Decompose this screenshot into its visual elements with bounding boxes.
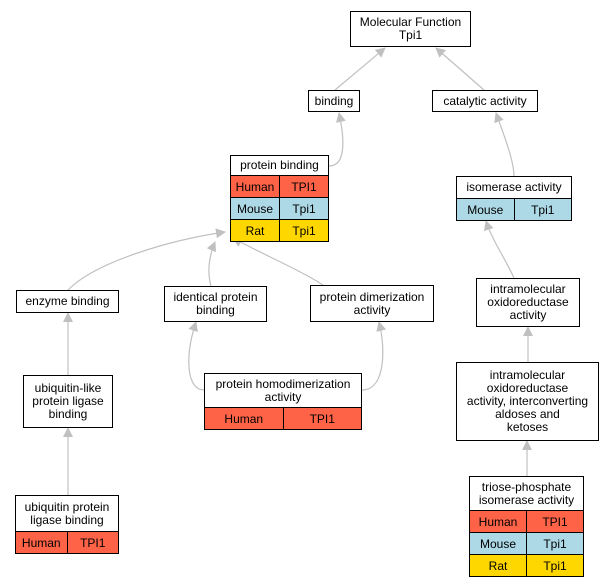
- species-row-rat: Rat Tpi1: [470, 554, 583, 576]
- gene-label: TPI1: [66, 532, 119, 553]
- edge-intramolecular-to-isomerase: [483, 220, 515, 279]
- gene-label: TPI1: [282, 408, 362, 429]
- gene-label: TPI1: [526, 511, 583, 532]
- species-label: Rat: [245, 223, 265, 238]
- node-protein-dimerization-activity[interactable]: protein dimerization activity: [310, 285, 434, 322]
- node-enzyme-binding[interactable]: enzyme binding: [16, 290, 119, 313]
- node-protein-homodimerization[interactable]: protein homodimerization activity Human …: [204, 373, 362, 430]
- node-catalytic-activity-title: catalytic activity: [443, 93, 527, 108]
- gene-label: Tpi1: [526, 533, 583, 554]
- species-label: Human: [21, 535, 61, 550]
- species-label: Human: [224, 411, 264, 426]
- node-molecular-function[interactable]: Molecular Function Tpi1: [350, 11, 471, 47]
- edge-protein-binding-to-binding: [328, 112, 346, 167]
- edge-catalytic-to-mf: [435, 47, 485, 91]
- edge-homodimer-to-dimerization: [361, 321, 387, 391]
- species-label: Mouse: [467, 202, 504, 217]
- edge-enzyme-to-protein-binding: [67, 228, 226, 291]
- node-intramolecular-oxidoreductase[interactable]: intramolecular oxidoreductase activity: [476, 278, 580, 327]
- gene-label: Tpi1: [279, 220, 328, 241]
- node-ubiquitin-protein-ligase-binding-title: ubiquitin protein ligase binding: [24, 499, 110, 527]
- node-protein-binding-title: protein binding: [240, 158, 319, 172]
- edge-homodimer-to-identical: [188, 321, 205, 391]
- node-identical-protein-binding[interactable]: identical protein binding: [164, 286, 267, 322]
- node-triose-phosphate-isomerase-title: triose-phosphate isomerase activity: [478, 479, 575, 507]
- species-row-human: Human TPI1: [205, 407, 361, 429]
- node-interconverting-aldoses-ketoses[interactable]: intramolecular oxidoreductase activity, …: [456, 362, 599, 441]
- node-ubiquitin-like-ligase-binding[interactable]: ubiquitin-like protein ligase binding: [23, 375, 113, 428]
- node-intramolecular-oxidoreductase-title: intramolecular oxidoreductase activity: [487, 282, 569, 322]
- edge-binding-to-mf: [334, 47, 386, 91]
- node-interconverting-aldoses-ketoses-title: intramolecular oxidoreductase activity, …: [466, 368, 589, 434]
- node-binding-title: binding: [314, 93, 354, 108]
- species-label: Human: [478, 514, 518, 529]
- species-row-mouse: Mouse Tpi1: [470, 532, 583, 554]
- gene-label: Tpi1: [279, 198, 328, 219]
- species-row-human: Human TPI1: [16, 531, 118, 553]
- node-identical-protein-binding-title: identical protein binding: [173, 290, 258, 317]
- gene-label: Tpi1: [513, 199, 572, 220]
- edge-identical-to-protein-binding: [206, 241, 217, 287]
- edge-dimerization-to-protein-binding: [232, 237, 324, 286]
- node-ubiquitin-protein-ligase-binding[interactable]: ubiquitin protein ligase binding Human T…: [15, 495, 119, 554]
- species-label: Rat: [488, 558, 508, 573]
- species-row-human: Human TPI1: [470, 510, 583, 532]
- node-isomerase-activity-title: isomerase activity: [466, 180, 562, 194]
- node-molecular-function-title: Molecular Function Tpi1: [359, 15, 462, 42]
- species-row-rat: Rat Tpi1: [231, 219, 328, 241]
- species-row-mouse: Mouse Tpi1: [231, 197, 328, 219]
- node-catalytic-activity[interactable]: catalytic activity: [432, 90, 538, 112]
- species-row-mouse: Mouse Tpi1: [457, 198, 571, 220]
- node-triose-phosphate-isomerase[interactable]: triose-phosphate isomerase activity Huma…: [469, 476, 584, 577]
- node-isomerase-activity[interactable]: isomerase activity Mouse Tpi1: [456, 176, 572, 221]
- species-label: Mouse: [479, 536, 517, 551]
- node-protein-dimerization-activity-title: protein dimerization activity: [319, 289, 425, 317]
- node-ubiquitin-like-ligase-binding-title: ubiquitin-like protein ligase binding: [32, 381, 104, 421]
- node-enzyme-binding-title: enzyme binding: [25, 294, 110, 308]
- edge-isomerase-to-catalytic: [494, 112, 515, 177]
- node-protein-homodimerization-title: protein homodimerization activity: [215, 376, 351, 404]
- species-row-human: Human TPI1: [231, 175, 328, 197]
- gene-label: TPI1: [279, 176, 328, 197]
- node-protein-binding[interactable]: protein binding Human TPI1 Mouse Tpi1 Ra…: [230, 155, 329, 242]
- gene-label: Tpi1: [526, 555, 583, 576]
- species-label: Mouse: [236, 201, 274, 216]
- species-label: Human: [235, 179, 275, 194]
- node-binding[interactable]: binding: [308, 90, 360, 112]
